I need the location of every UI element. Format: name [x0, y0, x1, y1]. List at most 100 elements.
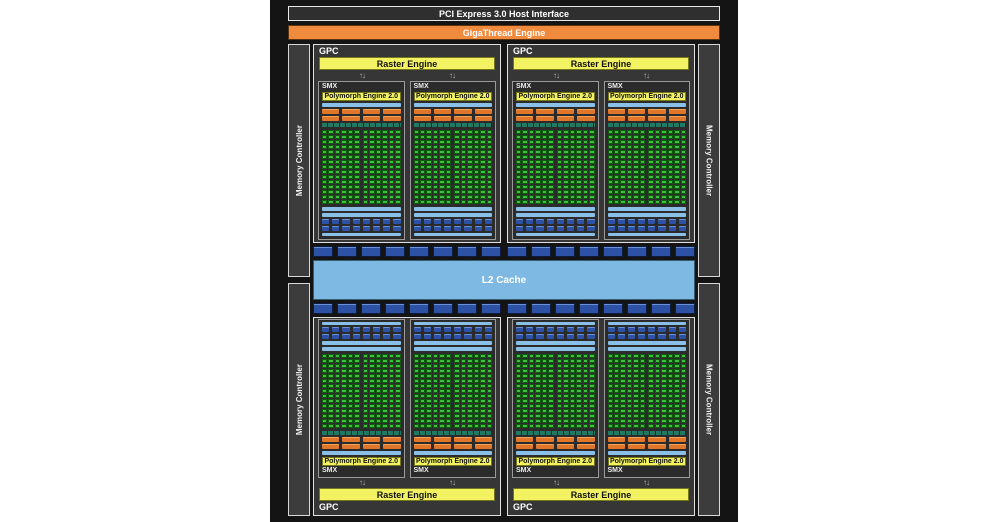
core-cell [589, 379, 595, 383]
core-cell [639, 384, 646, 388]
orange-unit-segment-row [607, 116, 686, 121]
core-cell [541, 175, 548, 179]
core-cell [480, 155, 486, 159]
core-cell [535, 195, 541, 199]
core-cell [467, 369, 473, 373]
core-cell [382, 145, 388, 149]
core-cell [548, 389, 554, 393]
core-cell [341, 180, 347, 184]
core-cell [556, 424, 563, 428]
core-cell [582, 424, 589, 428]
core-cell [486, 369, 492, 373]
core-cell [548, 195, 554, 199]
rop-partition-row-top [313, 246, 695, 257]
l2-cache-label: L2 Cache [481, 274, 527, 286]
core-cell [362, 374, 369, 378]
core-cell [541, 379, 548, 383]
blue-unit-segment [587, 334, 595, 339]
core-cell [445, 399, 452, 403]
core-cell [432, 379, 439, 383]
core-cell [382, 135, 388, 139]
core-cell [541, 374, 548, 378]
orange-unit-segment [342, 109, 360, 114]
core-cell [334, 384, 341, 388]
core-cell [354, 180, 360, 184]
blue-unit-segment [556, 219, 564, 224]
blue-unit-segment [587, 327, 595, 332]
blue-bar [322, 103, 401, 107]
core-cell [347, 135, 354, 139]
core-cell [667, 160, 674, 164]
core-cell [460, 369, 467, 373]
polymorph-engine-bar: Polymorph Engine 2.0 [413, 92, 492, 101]
core-cell [548, 369, 554, 373]
core-cell [419, 424, 426, 428]
orange-unit-segment-row [413, 444, 492, 449]
core-cell [626, 369, 633, 373]
core-cell [439, 185, 445, 189]
blue-unit-segment [658, 226, 666, 231]
core-cell [354, 419, 360, 423]
blue-unit-segment [322, 327, 330, 332]
core-cell [382, 399, 388, 403]
core-cell [322, 170, 328, 174]
core-cell [354, 160, 360, 164]
core-cell [674, 409, 680, 413]
blue-unit-segment-row [413, 226, 492, 231]
core-cell [413, 195, 419, 199]
core-cell [382, 200, 388, 204]
core-grid [322, 354, 401, 428]
core-cell [556, 185, 563, 189]
core-cell [341, 195, 347, 199]
core-cell [454, 359, 460, 363]
core-cell [633, 145, 639, 149]
blue-unit-segment [607, 219, 615, 224]
core-cell [322, 130, 328, 134]
core-cell [516, 359, 522, 363]
core-cell [569, 419, 576, 423]
core-cell [607, 424, 613, 428]
core-cell [445, 359, 452, 363]
core-cell [556, 399, 563, 403]
core-cell [661, 424, 667, 428]
core-cell [516, 384, 522, 388]
core-cell [582, 384, 589, 388]
core-cell [375, 130, 382, 134]
core-cell [334, 130, 341, 134]
core-cell [362, 165, 369, 169]
core-cell [341, 424, 347, 428]
core-cell [516, 155, 522, 159]
core-cell [620, 374, 626, 378]
core-cell [395, 130, 401, 134]
core-cell [582, 155, 589, 159]
core-cell [467, 384, 473, 388]
core-cell [445, 200, 452, 204]
core-cell [626, 379, 633, 383]
blue-unit-segment [342, 327, 350, 332]
orange-unit-segment [474, 444, 492, 449]
core-cell [661, 379, 667, 383]
core-cell [382, 190, 388, 194]
core-cell [661, 145, 667, 149]
core-grid-half [607, 130, 646, 204]
core-cell [413, 399, 419, 403]
core-cell [522, 145, 528, 149]
core-cell [569, 140, 576, 144]
core-cell [354, 200, 360, 204]
core-cell [569, 180, 576, 184]
core-cell [680, 374, 686, 378]
core-cell [395, 165, 401, 169]
core-cell [375, 195, 382, 199]
core-cell [607, 399, 613, 403]
core-cell [528, 165, 535, 169]
core-cell [432, 359, 439, 363]
core-cell [607, 389, 613, 393]
core-grid-half [648, 354, 686, 428]
core-cell [354, 150, 360, 154]
core-cell [556, 384, 563, 388]
core-cell [486, 399, 492, 403]
blue-bar [516, 451, 595, 455]
gpc-label: GPC [513, 502, 533, 512]
core-cell [362, 359, 369, 363]
